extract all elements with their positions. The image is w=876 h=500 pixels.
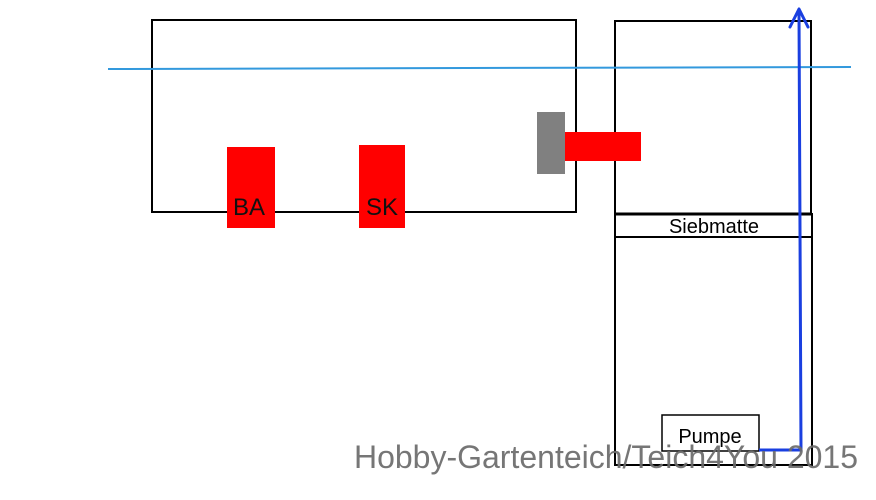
flow-return-line (759, 11, 803, 452)
label-pump: Pumpe (678, 426, 741, 448)
label-filter-mat: Siebmatte (669, 216, 759, 238)
label-bottom-drain: BA (233, 194, 265, 221)
flow-arrow-head-icon (788, 7, 810, 29)
pipe-to-filter (565, 132, 641, 161)
pipe-connector (537, 112, 565, 174)
filter-chamber-lower (614, 236, 813, 466)
water-level-line (107, 66, 852, 70)
label-skimmer: SK (366, 194, 398, 221)
skimmer-block (359, 145, 405, 228)
bottom-drain-block (227, 147, 275, 228)
filter-chamber-upper (614, 20, 812, 215)
watermark: Hobby-Gartenteich/Teich4You 2015 (354, 439, 858, 475)
pump-box (661, 414, 760, 452)
